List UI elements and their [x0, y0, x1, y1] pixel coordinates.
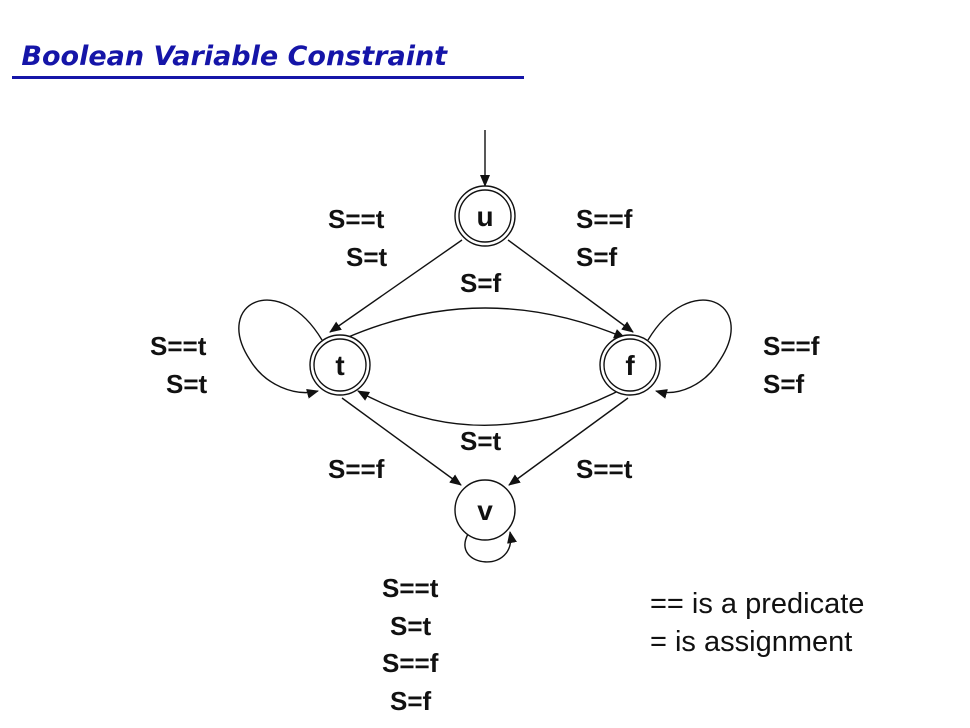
label-t-to-f-assignment: S=f — [460, 268, 502, 298]
label-u-to-t-predicate: S==t — [328, 204, 385, 234]
label-v-self-line-4: S=f — [390, 686, 432, 716]
edge-u-to-f — [507, 239, 634, 333]
label-u-to-t-assignment: S=t — [346, 242, 388, 272]
node-v-label: v — [477, 495, 493, 526]
label-v-self-line-2: S=t — [390, 611, 432, 641]
slide-title: Boolean Variable Constraint — [12, 40, 524, 79]
label-t-self-assignment: S=t — [166, 369, 208, 399]
label-u-to-f-predicate: S==f — [576, 204, 633, 234]
self-loop-v — [464, 531, 517, 563]
legend-assignment-note: = is assignment — [650, 626, 853, 658]
label-f-to-t-assignment: S=t — [460, 426, 502, 456]
label-t-to-v-predicate: S==f — [328, 454, 385, 484]
legend: == is a predicate = is assignment — [650, 585, 864, 661]
edge-f-to-v — [508, 397, 629, 486]
node-v: v — [454, 479, 516, 541]
self-loop-f — [647, 299, 732, 399]
node-f-label: f — [625, 350, 635, 381]
label-f-to-v-predicate: S==t — [576, 454, 633, 484]
node-u: u — [454, 185, 516, 247]
edge-f-to-t — [357, 385, 629, 426]
label-u-to-f-assignment: S=f — [576, 242, 618, 272]
edge-t-to-f — [345, 307, 626, 339]
label-f-self-assignment: S=f — [763, 369, 805, 399]
label-v-self-line-1: S==t — [382, 573, 439, 603]
legend-predicate-note: == is a predicate — [650, 588, 865, 620]
label-t-self-predicate: S==t — [150, 331, 207, 361]
node-t: t — [309, 334, 371, 396]
node-f: f — [599, 334, 661, 396]
node-u-label: u — [476, 201, 493, 232]
label-f-self-predicate: S==f — [763, 331, 820, 361]
edge-u-to-t — [329, 239, 463, 333]
edge-t-to-v — [341, 397, 462, 486]
node-t-label: t — [335, 350, 344, 381]
label-v-self-line-3: S==f — [382, 648, 439, 678]
self-loop-t — [238, 299, 323, 399]
